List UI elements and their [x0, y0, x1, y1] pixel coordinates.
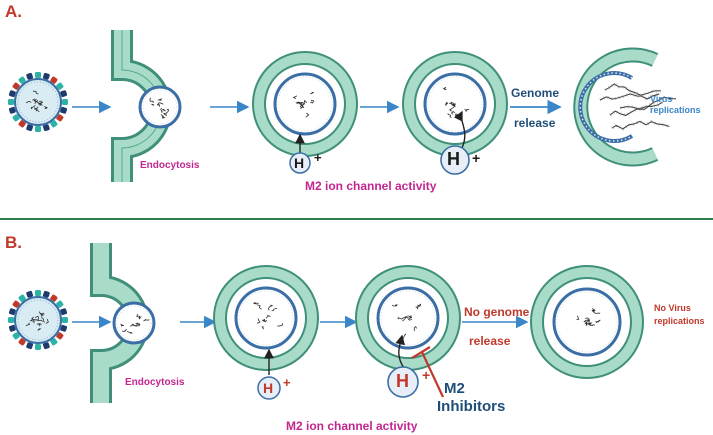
proton-label-a2: H: [447, 149, 460, 169]
panel-a-letter: A.: [5, 2, 22, 21]
no-virus-replications-label-1: No Virus: [654, 303, 691, 313]
virion-a-endocytosis: [138, 85, 182, 129]
no-virus-replications-label-2: replications: [654, 316, 705, 326]
endosome-icon: [530, 265, 644, 379]
proton-arrow-b2: [395, 334, 405, 369]
endosome-icon: [355, 265, 461, 371]
genome-release-label-2: release: [514, 116, 556, 130]
genome-release-label-1: Genome: [511, 86, 560, 100]
virus-replications-label-2: replications: [650, 105, 701, 115]
proton-charge-a2: +: [472, 150, 481, 166]
proton-label-b2: H: [396, 371, 409, 391]
no-genome-release-label-1: No genome: [464, 305, 530, 319]
m2-activity-label-b: M2 ion channel activity: [286, 419, 418, 433]
inhibition-bar-icon: [411, 346, 444, 398]
virion-b-endocytosis: [112, 301, 156, 345]
m2-inhibitors-label-1: M2: [444, 380, 465, 397]
proton-icon: [387, 366, 419, 398]
virus-particle-icon: [8, 72, 68, 132]
endosome-icon: [252, 51, 358, 157]
no-genome-release-label-2: release: [469, 334, 511, 348]
opened-endosome-icon: [573, 47, 659, 167]
m2-inhibitors-label-2: Inhibitors: [437, 398, 506, 415]
released-rna-strands: [599, 82, 677, 131]
panel-b-letter: B.: [5, 233, 22, 252]
virus-particle-icon: [8, 290, 68, 350]
proton-arrow-a2: [453, 110, 466, 149]
proton-charge-b1: +: [283, 375, 291, 390]
virus-replications-label-1: Virus: [650, 94, 673, 104]
proton-charge-b2: +: [422, 367, 431, 383]
endosome-icon: [402, 51, 508, 157]
endocytosis-label-b: Endocytosis: [125, 377, 185, 388]
proton-label-b1: H: [263, 380, 274, 396]
proton-icon: [289, 152, 311, 174]
endosome-icon: [213, 265, 319, 371]
proton-icon: [440, 145, 470, 175]
proton-icon: [257, 376, 281, 400]
endocytosis-label-a: Endocytosis: [140, 160, 200, 171]
m2-activity-label-a: M2 ion channel activity: [305, 179, 437, 193]
proton-label-a1: H: [294, 155, 305, 171]
proton-charge-a1: +: [314, 150, 322, 165]
